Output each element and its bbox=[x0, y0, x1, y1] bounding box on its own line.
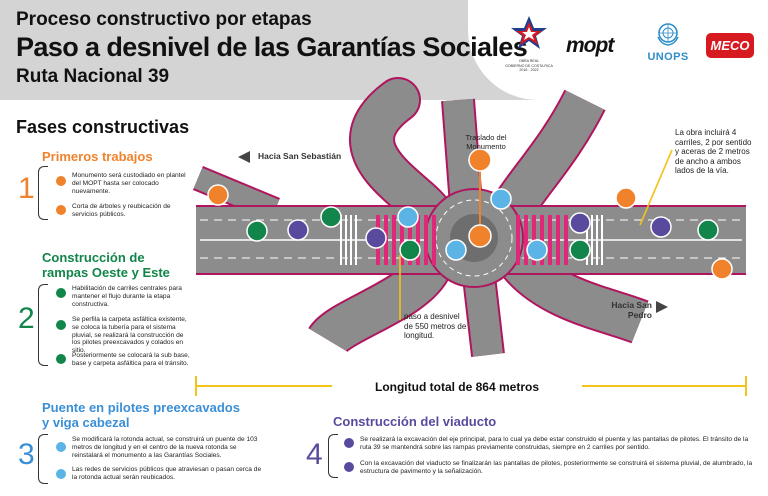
phase-3-bullet bbox=[56, 469, 66, 479]
cr-logo-line-2: GOBIERNO DE COSTA RICA bbox=[505, 63, 553, 68]
star-emblem-icon bbox=[511, 16, 547, 49]
phase-3-item-1: Se modificará la rotonda actual, se cons… bbox=[72, 436, 258, 459]
marker-orange bbox=[711, 258, 733, 280]
phase-2-item-3: Posteriormente se colocará la sub base, … bbox=[72, 352, 190, 367]
phases-title: Fases constructivas bbox=[16, 117, 190, 137]
lanes-note: La obra incluirá 4 carriles, 2 por senti… bbox=[675, 128, 752, 176]
marker-purple bbox=[365, 227, 387, 249]
ramp-northwest bbox=[351, 79, 451, 234]
phase-1-title: Primeros trabajos bbox=[42, 149, 153, 164]
header-superscript: Proceso constructivo por etapas bbox=[16, 9, 312, 30]
phase-2-brace bbox=[38, 284, 48, 366]
phase-3-bullet bbox=[56, 442, 66, 452]
crossing-zebra-west bbox=[340, 215, 357, 265]
phase-4-bullet bbox=[344, 462, 354, 472]
phase-3-title: Puente en pilotes preexcavados y viga ca… bbox=[42, 400, 240, 430]
marker-blue bbox=[490, 188, 512, 210]
phase-3-item-2: Las redes de servicios públicos que atra… bbox=[72, 466, 262, 481]
ramp-northeast bbox=[492, 90, 604, 224]
phase-3-number: 3 bbox=[18, 438, 35, 471]
direction-east-label: Hacia San Pedro bbox=[611, 300, 652, 320]
phase-1-item-2: Corta de árboles y reubicación de servic… bbox=[72, 203, 171, 218]
phase-2-item-1: Habilitación de carriles centrales para … bbox=[72, 285, 182, 308]
total-length-label: Longitud total de 864 metros bbox=[332, 380, 582, 394]
crossing-zebra-east bbox=[586, 215, 603, 265]
marker-purple bbox=[569, 212, 591, 234]
marker-green bbox=[569, 239, 591, 261]
mopt-logo: mopt bbox=[566, 34, 614, 57]
marker-purple bbox=[287, 219, 309, 241]
map-markers bbox=[207, 148, 733, 280]
cr-logo-line-3: 2018 - 2022 bbox=[519, 68, 539, 73]
marker-blue bbox=[397, 206, 419, 228]
phase-2-bullet bbox=[56, 288, 66, 298]
un-emblem-icon bbox=[657, 23, 679, 46]
lanes-leader bbox=[639, 149, 673, 226]
marker-green bbox=[246, 220, 268, 242]
marker-purple bbox=[650, 216, 672, 238]
marker-blue bbox=[526, 239, 548, 261]
road-west-stub bbox=[193, 167, 280, 221]
phase-4-item-2: Con la excavación del viaducto se finali… bbox=[360, 460, 753, 475]
phase-1-bullet bbox=[56, 176, 66, 186]
cr-logo-line-1: OBRA REAL bbox=[518, 59, 540, 63]
marker-blue bbox=[445, 239, 467, 261]
phase-2-bullet bbox=[56, 320, 66, 330]
phase-4-bullet bbox=[344, 438, 354, 448]
phase-1-bullet bbox=[56, 205, 66, 215]
marker-orange bbox=[615, 187, 637, 209]
marker-monument bbox=[468, 224, 492, 248]
unops-logo-text: UNOPS bbox=[647, 51, 689, 63]
phase-1-brace bbox=[38, 166, 48, 220]
road-north bbox=[443, 98, 481, 207]
phase-4-brace bbox=[328, 434, 338, 478]
phase-2-title: Construcción de rampas Oeste y Este bbox=[42, 250, 170, 280]
phase-2-number: 2 bbox=[18, 302, 35, 335]
marker-green bbox=[697, 219, 719, 241]
phase-1-number: 1 bbox=[18, 172, 35, 205]
phase-3-brace bbox=[38, 434, 48, 484]
costa-rica-logo: OBRA REAL GOBIERNO DE COSTA RICA 2018 - … bbox=[494, 14, 564, 94]
phase-2-bullet bbox=[56, 354, 66, 364]
arrow-west-icon bbox=[238, 151, 250, 163]
phase-4-item-1: Se realizará la excavación del eje princ… bbox=[360, 436, 749, 451]
meco-logo: MECO bbox=[706, 33, 754, 58]
unops-logo: UNOPS bbox=[636, 20, 700, 63]
phase-4-title: Construcción del viaducto bbox=[333, 414, 497, 429]
monument-label: Traslado del Monumento bbox=[465, 133, 507, 151]
underpass-note: paso a desnivel de 550 metros de longitu… bbox=[404, 312, 467, 341]
page-title: Paso a desnivel de las Garantías Sociale… bbox=[16, 32, 528, 62]
phase-2-item-2: Se perfila la carpeta asfáltica existent… bbox=[72, 316, 187, 355]
page-subtitle: Ruta Nacional 39 bbox=[16, 66, 170, 87]
marker-green bbox=[320, 206, 342, 228]
direction-west-label: Hacia San Sebastián bbox=[258, 151, 342, 161]
marker-orange bbox=[207, 184, 229, 206]
phase-4-number: 4 bbox=[306, 438, 323, 471]
marker-green bbox=[399, 239, 421, 261]
marker-orange bbox=[468, 148, 492, 172]
arrow-east-icon bbox=[656, 301, 668, 313]
ramp-southwest bbox=[310, 255, 450, 354]
phase-1-item-1: Monumento será custodiado en plantel del… bbox=[72, 172, 186, 195]
